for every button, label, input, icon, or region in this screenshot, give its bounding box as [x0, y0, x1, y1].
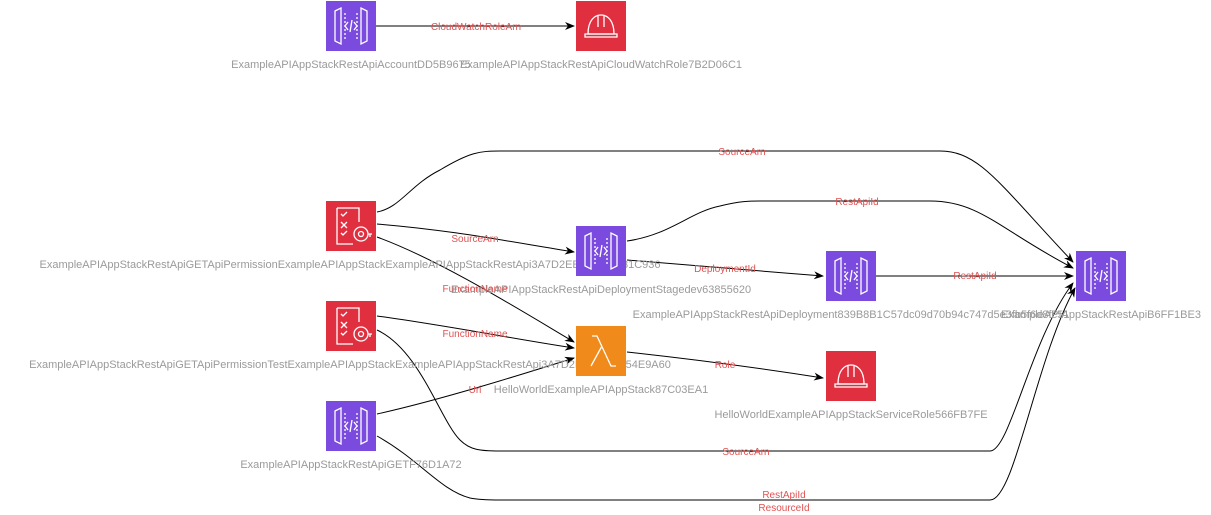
- edge-get-method-uri[interactable]: [376, 356, 575, 415]
- edge-stage-deployment-id[interactable]: [626, 259, 824, 280]
- node-label-service-role: HelloWorldExampleAPIAppStackServiceRole5…: [714, 409, 987, 421]
- node-service-role[interactable]: HelloWorldExampleAPIAppStackServiceRole5…: [714, 350, 988, 421]
- node-label-account: ExampleAPIAppStackRestApiAccountDD5B9675: [231, 59, 471, 71]
- edge-label-source-arn-top: SourceArn: [718, 147, 765, 158]
- node-label-get-permission: ExampleAPIAppStackRestApiGETApiPermissio…: [40, 259, 661, 271]
- node-label-rest-api: ExampleAPIAppStackRestApiB6FF1BE3: [1001, 309, 1201, 321]
- permission-icon: [325, 200, 377, 252]
- node-lambda[interactable]: HelloWorldExampleAPIAppStack87C03EA1: [494, 325, 708, 396]
- edge-label-resource-id: ResourceId: [758, 503, 809, 514]
- api-gateway-icon: [325, 400, 377, 452]
- iam-role-helmet-icon: [825, 350, 877, 402]
- node-label-deployment: ExampleAPIAppStackRestApiDeployment839B8…: [633, 309, 1070, 321]
- edge-label-restapi-id-deployment: RestApiId: [953, 271, 996, 282]
- iam-role-helmet-icon: [575, 0, 627, 52]
- edge-label-cloudwatch-role-arn: CloudWatchRoleArn: [431, 22, 521, 33]
- api-gateway-icon: [575, 225, 627, 277]
- edge-get-permission-function-name[interactable]: [376, 236, 575, 343]
- node-rest-api[interactable]: ExampleAPIAppStackRestApiB6FF1BE3: [1001, 250, 1201, 321]
- edge-get-permission-source-arn-restapi[interactable]: [376, 150, 1074, 263]
- node-account[interactable]: ExampleAPIAppStackRestApiAccountDD5B9675: [231, 0, 471, 71]
- api-gateway-icon: [1075, 250, 1127, 302]
- edge-get-permission-test-source-arn[interactable]: [376, 282, 1074, 452]
- node-label-get-permission-test: ExampleAPIAppStackRestApiGETApiPermissio…: [29, 359, 671, 371]
- api-gateway-icon: [825, 250, 877, 302]
- node-get-permission-test[interactable]: ExampleAPIAppStackRestApiGETApiPermissio…: [29, 300, 671, 371]
- edge-label-function-name-1: FunctionName: [442, 284, 507, 295]
- edge-labels: CloudWatchRoleArn SourceArn RestApiId So…: [431, 22, 997, 514]
- node-label-cloudwatch-role: ExampleAPIAppStackRestApiCloudWatchRole7…: [460, 59, 742, 71]
- lambda-icon: [575, 325, 627, 377]
- node-get-method[interactable]: ExampleAPIAppStackRestApiGETF76D1A72: [240, 400, 462, 471]
- edge-label-source-arn-stage: SourceArn: [451, 234, 498, 245]
- edge-label-restapi-id-stage: RestApiId: [835, 197, 878, 208]
- edge-stage-restapi-id[interactable]: [626, 200, 1074, 269]
- api-gateway-icon: [325, 0, 377, 52]
- node-label-get-method: ExampleAPIAppStackRestApiGETF76D1A72: [240, 459, 461, 471]
- edge-get-method-restapi-resource[interactable]: [376, 287, 1076, 501]
- node-get-permission[interactable]: ExampleAPIAppStackRestApiGETApiPermissio…: [40, 200, 661, 271]
- edge-get-permission-test-function-name[interactable]: [376, 315, 575, 351]
- edge-label-uri: Uri: [469, 385, 482, 396]
- node-deployment[interactable]: ExampleAPIAppStackRestApiDeployment839B8…: [633, 250, 1070, 321]
- edge-label-function-name-2: FunctionName: [442, 329, 507, 340]
- node-cloudwatch-role[interactable]: ExampleAPIAppStackRestApiCloudWatchRole7…: [460, 0, 742, 71]
- edge-get-permission-source-arn-stage[interactable]: [376, 223, 575, 255]
- edge-lambda-role[interactable]: [626, 351, 824, 381]
- edge-label-deployment-id: DeploymentId: [694, 264, 756, 275]
- edge-label-restapi-id-bottom: RestApiId: [762, 490, 805, 501]
- node-label-stage: ExampleAPIAppStackRestApiDeploymentStage…: [451, 284, 751, 296]
- node-label-lambda: HelloWorldExampleAPIAppStack87C03EA1: [494, 384, 708, 396]
- edge-label-source-arn-bottom: SourceArn: [722, 447, 769, 458]
- node-stage[interactable]: ExampleAPIAppStackRestApiDeploymentStage…: [451, 225, 751, 296]
- edges: [375, 22, 1076, 501]
- permission-icon: [325, 300, 377, 352]
- edge-label-role: Role: [715, 360, 736, 371]
